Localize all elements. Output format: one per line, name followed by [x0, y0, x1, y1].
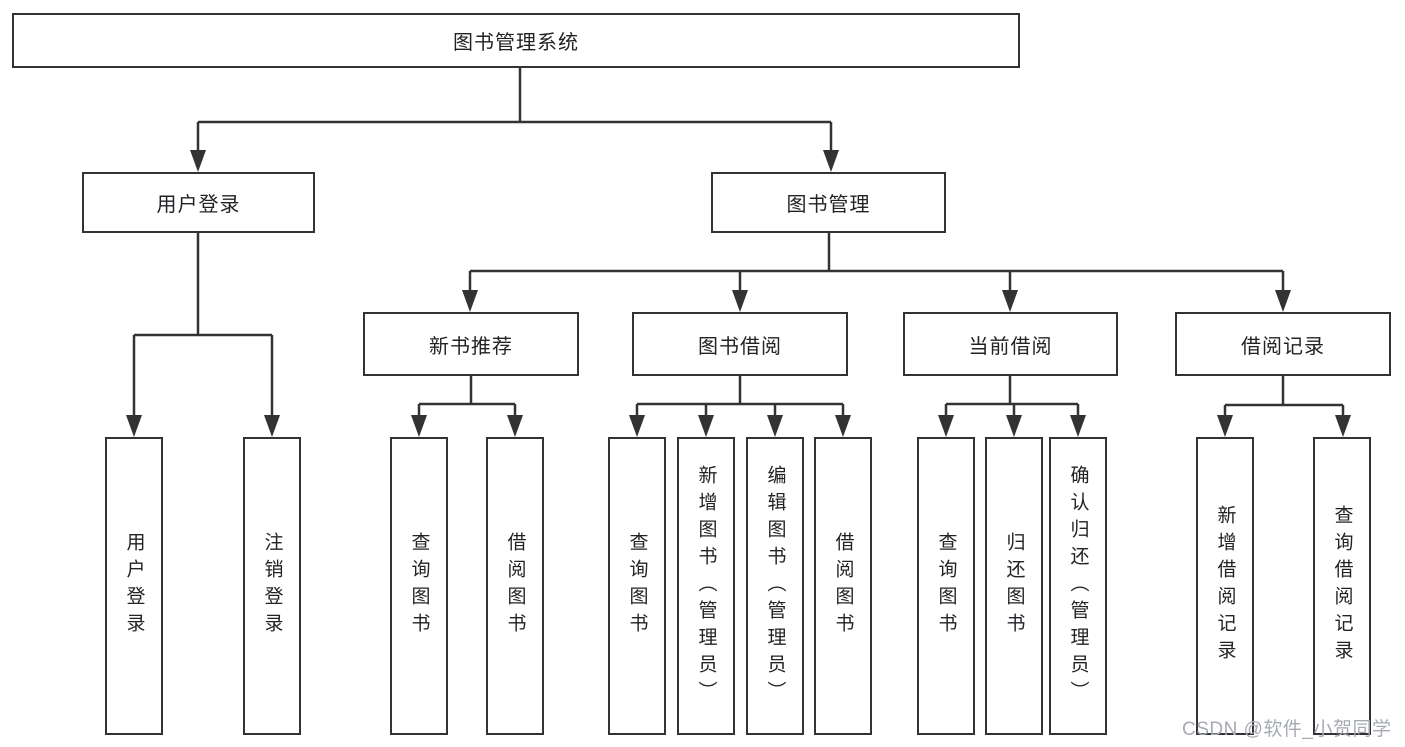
leaf-label: 确认归还（管理员）: [1067, 464, 1089, 708]
node-current-borrow: 当前借阅: [903, 312, 1118, 376]
arrowhead-current-borrow: [1002, 290, 1018, 312]
node-leaf-query-book-2: 查询图书: [608, 437, 666, 735]
arrowhead-cb-return: [1006, 415, 1022, 437]
connector-current-borrow-split: [944, 376, 1080, 417]
arrowhead-bb-query: [629, 415, 645, 437]
node-new-book-recommend: 新书推荐: [363, 312, 579, 376]
connector-book-borrow-split: [635, 376, 845, 417]
leaf-label: 借阅图书: [832, 532, 854, 640]
arrowhead-new-book-rec: [462, 290, 478, 312]
arrowhead-br-add: [1217, 415, 1233, 437]
arrowhead-leaf-logout: [264, 415, 280, 437]
node-borrow-record: 借阅记录: [1175, 312, 1391, 376]
node-leaf-add-book-admin: 新增图书（管理员）: [677, 437, 735, 735]
node-leaf-borrow-book-2: 借阅图书: [814, 437, 872, 735]
node-root-system: 图书管理系统: [12, 13, 1020, 68]
node-leaf-query-borrow-record: 查询借阅记录: [1313, 437, 1371, 735]
connector-root-split: [196, 68, 833, 152]
arrowhead-book-mgmt: [823, 150, 839, 172]
arrowhead-borrow-record: [1275, 290, 1291, 312]
leaf-label: 查询借阅记录: [1331, 505, 1353, 667]
leaf-label: 查询图书: [408, 532, 430, 640]
leaf-label: 归还图书: [1003, 532, 1025, 640]
node-leaf-add-borrow-record: 新增借阅记录: [1196, 437, 1254, 735]
arrowhead-book-borrow: [732, 290, 748, 312]
leaf-label: 编辑图书（管理员）: [764, 464, 786, 708]
arrowhead-nb-borrow: [507, 415, 523, 437]
arrowhead-nb-query: [411, 415, 427, 437]
connector-borrow-record-split: [1223, 376, 1345, 417]
node-leaf-query-book-1: 查询图书: [390, 437, 448, 735]
csdn-watermark: CSDN @软件_小贺同学: [1182, 719, 1392, 740]
node-user-login: 用户登录: [82, 172, 315, 233]
node-book-borrow: 图书借阅: [632, 312, 848, 376]
connector-user-login-split: [132, 233, 274, 417]
leaf-label: 用户登录: [123, 532, 145, 640]
arrowhead-bb-edit: [767, 415, 783, 437]
arrowhead-leaf-login: [126, 415, 142, 437]
arrowhead-user-login: [190, 150, 206, 172]
connector-book-mgmt-split: [468, 233, 1285, 292]
arrowhead-br-query: [1335, 415, 1351, 437]
arrowhead-cb-query: [938, 415, 954, 437]
leaf-label: 注销登录: [261, 532, 283, 640]
node-leaf-return-book: 归还图书: [985, 437, 1043, 735]
node-leaf-logout: 注销登录: [243, 437, 301, 735]
arrowhead-bb-add: [698, 415, 714, 437]
node-leaf-confirm-return-admin: 确认归还（管理员）: [1049, 437, 1107, 735]
node-book-management: 图书管理: [711, 172, 946, 233]
arrowhead-bb-borrow: [835, 415, 851, 437]
leaf-label: 新增借阅记录: [1214, 505, 1236, 667]
node-leaf-borrow-book-1: 借阅图书: [486, 437, 544, 735]
leaf-label: 查询图书: [626, 532, 648, 640]
arrowhead-cb-confirm: [1070, 415, 1086, 437]
connector-new-book-split: [417, 376, 517, 417]
node-leaf-edit-book-admin: 编辑图书（管理员）: [746, 437, 804, 735]
leaf-label: 新增图书（管理员）: [695, 464, 717, 708]
node-leaf-query-book-3: 查询图书: [917, 437, 975, 735]
node-leaf-user-login: 用户登录: [105, 437, 163, 735]
leaf-label: 借阅图书: [504, 532, 526, 640]
leaf-label: 查询图书: [935, 532, 957, 640]
